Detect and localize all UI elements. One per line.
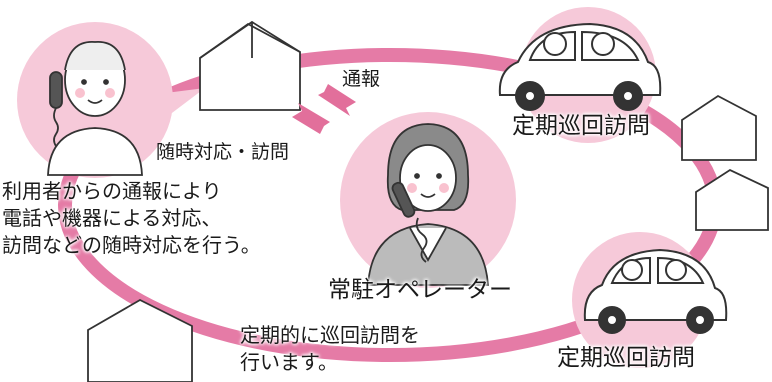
house-icon: [87, 298, 193, 382]
visit-car-with-caregivers-bottom: [583, 248, 728, 334]
two-way-arrow-icon: [292, 84, 356, 134]
patrol-note: 定期的に巡回訪問を 行います。: [240, 323, 420, 374]
operator-with-headset: [367, 123, 489, 286]
house-icon: [199, 20, 301, 111]
patrol-label-bottom: 定期巡回訪問: [557, 345, 695, 371]
operator-label: 常駐オペレーター: [328, 277, 512, 303]
house-icon: [681, 94, 757, 161]
response-visit-label: 随時対応・訪問: [156, 141, 290, 163]
patrol-label-top: 定期巡回訪問: [512, 113, 650, 139]
house-icon: [695, 168, 769, 231]
service-description: 利用者からの通報により 電話や機器による対応、 訪問などの随時対応を行う。: [2, 179, 261, 257]
report-label: 通報: [342, 68, 381, 90]
visit-car-with-caregivers: [498, 22, 662, 111]
elderly-user-on-phone: [47, 41, 143, 176]
